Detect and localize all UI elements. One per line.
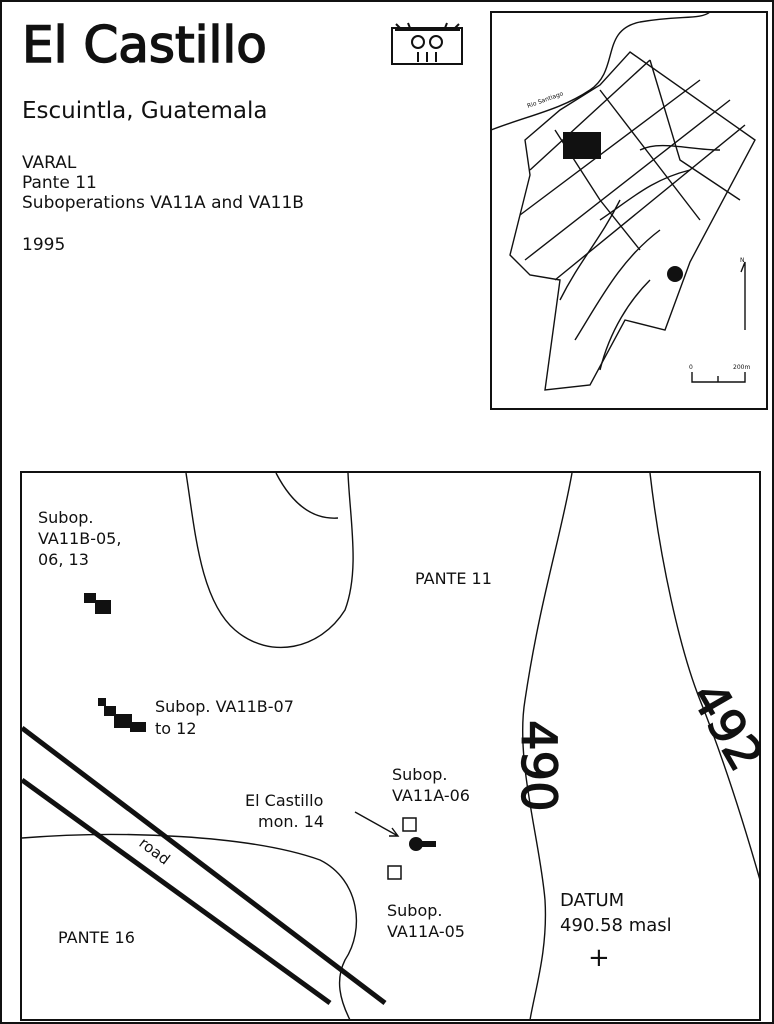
pante-16-label: PANTE 16 bbox=[58, 928, 135, 947]
contour-490-label: 490 bbox=[510, 720, 566, 812]
datum-marker: + bbox=[588, 943, 610, 973]
north-label: N bbox=[740, 257, 745, 264]
year: 1995 bbox=[22, 235, 65, 255]
site-map: road Subop. VA11B-05, 06, 13 PANTE 11 Su… bbox=[20, 471, 774, 1021]
monument-label-2: mon. 14 bbox=[258, 812, 324, 831]
project-name: VARAL bbox=[22, 153, 77, 173]
scale-start: 0 bbox=[689, 364, 693, 371]
unit-a06 bbox=[402, 817, 417, 832]
excavation-units-b07 bbox=[98, 698, 146, 732]
site-block-marker bbox=[563, 132, 601, 159]
subop-a06-label-1: Subop. bbox=[392, 765, 447, 784]
monument-14-marker-icon bbox=[409, 837, 436, 851]
datum-elevation: 490.58 masl bbox=[560, 915, 672, 936]
subop-b05-label-1: Subop. bbox=[38, 508, 93, 527]
pante-label: Pante 11 bbox=[22, 173, 97, 193]
datum-label: DATUM bbox=[560, 890, 624, 911]
title: El Castillo bbox=[22, 16, 267, 74]
subtitle: Escuintla, Guatemala bbox=[22, 98, 267, 124]
maya-logo-icon bbox=[391, 22, 463, 65]
subop-a05-label-1: Subop. bbox=[387, 901, 442, 920]
subop-a06-label-2: VA11A-06 bbox=[392, 786, 470, 805]
suboperations-label: Suboperations VA11A and VA11B bbox=[22, 193, 304, 213]
subop-b07-label-2: to 12 bbox=[155, 719, 197, 738]
pante-11-label: PANTE 11 bbox=[415, 569, 492, 588]
inset-map: Rio Santiago N 0 200m bbox=[490, 11, 768, 410]
subop-b05-label-3: 06, 13 bbox=[38, 550, 89, 569]
monument-label-1: El Castillo bbox=[245, 791, 323, 810]
subop-b05-label-2: VA11B-05, bbox=[38, 529, 121, 548]
excavation-units-b05 bbox=[84, 593, 111, 614]
monument-marker-icon bbox=[667, 266, 683, 282]
scale-end: 200m bbox=[733, 364, 750, 371]
unit-a05 bbox=[387, 865, 402, 880]
subop-b07-label-1: Subop. VA11B-07 bbox=[155, 697, 294, 716]
subop-a05-label-2: VA11A-05 bbox=[387, 922, 465, 941]
